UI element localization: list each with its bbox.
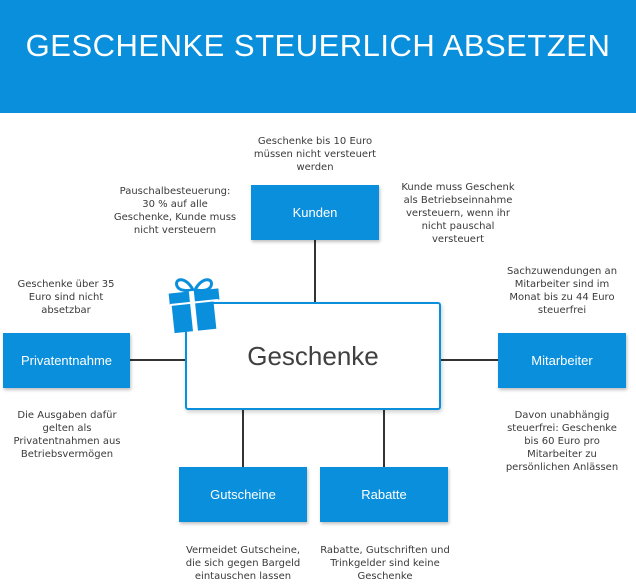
- connector-mitarbeiter: [441, 359, 498, 361]
- node-privatentnahme: Privatentnahme: [3, 333, 130, 388]
- node-rabatte-label: Rabatte: [361, 487, 407, 502]
- note-privatentnahme-bottom: Die Ausgaben dafür gelten als Privatentn…: [13, 410, 121, 460]
- note-kunden-top: Geschenke bis 10 Euro müssen nicht verst…: [253, 136, 377, 173]
- note-rabatte-bottom: Rabatte, Gutschriften und Trinkgelder si…: [320, 545, 450, 582]
- node-mitarbeiter: Mitarbeiter: [498, 333, 626, 388]
- connector-kunden: [314, 240, 316, 302]
- connector-rabatte: [383, 410, 385, 467]
- node-privatentnahme-label: Privatentnahme: [20, 353, 113, 368]
- node-mitarbeiter-label: Mitarbeiter: [531, 353, 593, 368]
- node-kunden-label: Kunden: [292, 205, 338, 220]
- node-gutscheine-label: Gutscheine: [210, 487, 276, 502]
- node-gutscheine: Gutscheine: [179, 467, 307, 522]
- note-mitarbeiter-bottom: Davon unabhängig steuerfrei: Geschenke b…: [505, 410, 619, 473]
- connector-privatentnahme: [130, 359, 185, 361]
- note-privatentnahme-top: Geschenke über 35 Euro sind nicht absetz…: [17, 279, 115, 316]
- page-title: GESCHENKE STEUERLICH ABSETZEN: [25, 28, 611, 63]
- gift-icon: [168, 278, 220, 334]
- node-rabatte: Rabatte: [320, 467, 448, 522]
- header-banner: GESCHENKE STEUERLICH ABSETZEN: [0, 0, 636, 113]
- node-geschenke-label: Geschenke: [247, 340, 379, 371]
- note-kunden-right: Kunde muss Geschenk als Betriebseinnahme…: [401, 182, 515, 245]
- note-mitarbeiter-top: Sachzuwendungen an Mitarbeiter sind im M…: [506, 266, 618, 316]
- note-kunden-left: Pauschalbesteuerung: 30 % auf alle Gesch…: [113, 186, 237, 236]
- node-kunden: Kunden: [251, 185, 379, 240]
- node-geschenke: Geschenke: [185, 302, 441, 410]
- connector-gutscheine: [242, 410, 244, 467]
- note-gutscheine-bottom: Vermeidet Gutscheine, die sich gegen Bar…: [185, 545, 301, 582]
